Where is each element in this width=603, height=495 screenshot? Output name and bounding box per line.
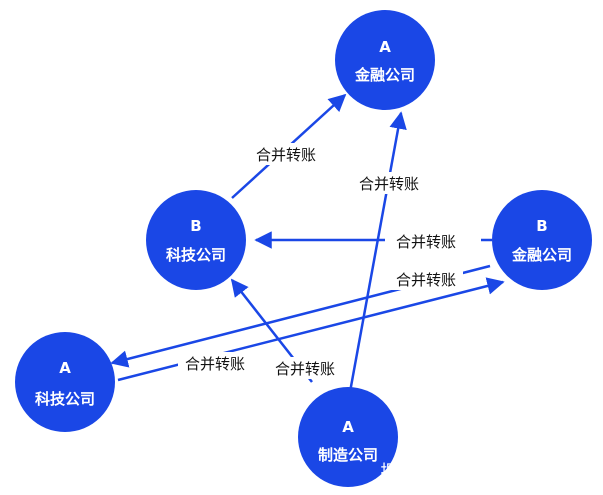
edge-label-b-finance-to-a-tech: 合并转账	[185, 355, 245, 373]
edge-a-manufacturing-to-a-finance	[348, 111, 407, 393]
node-a-tech[interactable]: A 科技公司	[15, 332, 115, 432]
node-name: 金融公司	[354, 66, 415, 84]
node-name: 科技公司	[166, 246, 226, 264]
watermark-text: 掘金技术社区 @ 蜀天梦图	[381, 462, 590, 483]
node-circle	[492, 190, 592, 290]
node-b-finance[interactable]: B 金融公司	[492, 190, 592, 290]
edge-label-b-tech-to-a-finance: 合并转账	[256, 146, 316, 164]
node-name: 制造公司	[318, 446, 378, 464]
node-a-manufacturing[interactable]: A 制造公司	[298, 387, 398, 487]
node-letter: B	[536, 217, 547, 235]
node-letter: B	[190, 217, 201, 235]
edge-label-a-manufacturing-to-a-finance: 合并转账	[359, 175, 419, 193]
edge-label-a-tech-to-b-finance: 合并转账	[396, 271, 456, 289]
node-letter: A	[59, 359, 71, 377]
node-circle	[15, 332, 115, 432]
node-circle	[298, 387, 398, 487]
edge-labels: 合并转账 合并转账 合并转账 合并转账 合并转账 合并转账	[185, 146, 456, 378]
node-a-finance[interactable]: A 金融公司	[335, 10, 435, 110]
node-letter: A	[379, 38, 391, 56]
edge-label-backgrounds	[178, 143, 481, 379]
edge-label-a-manufacturing-to-b-tech: 合并转账	[275, 360, 335, 378]
node-letter: A	[342, 418, 354, 436]
node-name: 科技公司	[35, 390, 95, 408]
node-circle	[146, 190, 246, 290]
node-circle	[335, 10, 435, 110]
node-b-tech[interactable]: B 科技公司	[146, 190, 246, 290]
edge-label-b-finance-to-b-tech: 合并转账	[396, 233, 456, 251]
node-name: 金融公司	[511, 246, 572, 264]
